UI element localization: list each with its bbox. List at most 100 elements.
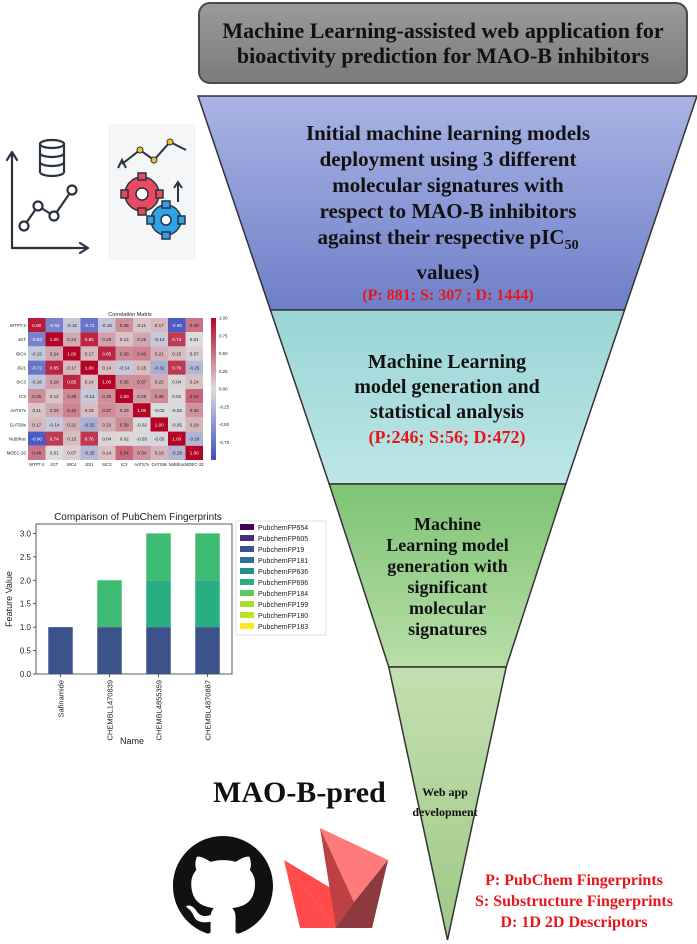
heatmap-value: 0.14 [190, 380, 199, 385]
heatmap-cell [133, 332, 151, 347]
heatmap-cell [98, 389, 116, 404]
heatmap-value: 0.74 [50, 437, 59, 442]
heatmap-cell [28, 431, 46, 446]
heatmap-cell [28, 417, 46, 432]
colorbar-tick-label: -0.50 [219, 422, 230, 427]
heatmap-cell [80, 318, 98, 333]
heatmap-value: -0.28 [189, 437, 200, 442]
bar-segment [146, 533, 171, 581]
heatmap-cell [150, 346, 168, 361]
stage1-line5: against their respective pIC50 [317, 225, 579, 254]
heatmap-value: -0.05 [154, 437, 165, 442]
heatmap-value: 0.01 [190, 337, 199, 342]
heatmap-cell [168, 374, 186, 389]
heatmap-cell [28, 318, 46, 333]
heatmap-cell [80, 403, 98, 418]
stage3-line4: significant [407, 577, 488, 597]
heatmap-row-label: NoBIfrac [9, 437, 27, 442]
heatmap-value: -0.25 [189, 366, 200, 371]
heatmap-cell [98, 346, 116, 361]
colorbar-tick-label: -0.75 [219, 440, 230, 445]
heatmap-value: 0.29 [120, 408, 129, 413]
heatmap-row-label: SIC3 [16, 380, 26, 385]
heatmap-value: 0.25 [137, 337, 146, 342]
heatmap-cell [80, 445, 98, 460]
legend-swatch [240, 557, 254, 563]
heatmap-value: 0.36 [120, 323, 129, 328]
heatmap-cell [150, 318, 168, 333]
heatmap-value: 0.85 [102, 351, 111, 356]
heatmap-value: 0.21 [155, 351, 164, 356]
heatmap-value: 0.36 [32, 394, 41, 399]
heatmap-col-label: BIC4 [67, 462, 77, 467]
heatmap-cell [98, 360, 116, 375]
heatmap-cell [150, 374, 168, 389]
heatmap-value: 0.48 [32, 451, 41, 456]
heatmap-row-label: IC3 [19, 394, 26, 399]
heatmap-value: 0.38 [67, 394, 76, 399]
heatmap-value: 0.01 [50, 451, 59, 456]
heatmap-cell [45, 332, 63, 347]
heatmap-value: 0.24 [50, 351, 59, 356]
heatmap-cell [28, 346, 46, 361]
y-tick-label: 3.0 [20, 529, 32, 538]
y-tick-label: 2.0 [20, 576, 32, 585]
heatmap-value: -0.90 [172, 323, 183, 328]
heatmap-value: -0.32 [84, 422, 95, 427]
abbreviation-legend: P: PubChem Fingerprints S: Substructure … [459, 870, 689, 933]
heatmap-cell [45, 445, 63, 460]
bar-segment [97, 627, 122, 674]
heatmap-cell [150, 445, 168, 460]
heatmap-value: 0.28 [102, 337, 111, 342]
heatmap-cell [115, 417, 133, 432]
heatmap-value: 0.22 [102, 422, 111, 427]
heatmap-value: 0.85 [50, 366, 59, 371]
heatmap-cell [168, 403, 186, 418]
heatmap-value: 0.17 [155, 323, 164, 328]
heatmap-cell [133, 403, 151, 418]
chart-title: Comparison of PubChem Fingerprints [54, 512, 222, 523]
heatmap-cell [185, 374, 203, 389]
heatmap-cell [168, 431, 186, 446]
heatmap-value: 0.34 [137, 451, 146, 456]
x-tick-label: CHEMBL1470839 [106, 680, 115, 740]
heatmap-col-label: IC3 [121, 462, 128, 467]
heatmap-cell [150, 431, 168, 446]
heatmap-value: 0.15 [67, 437, 76, 442]
heatmap-cell [115, 445, 133, 460]
stage1-line3: molecular signatures with [332, 173, 564, 197]
bar-segment [48, 627, 73, 674]
heatmap-cell [63, 374, 81, 389]
colorbar-tick-label: 0.75 [219, 333, 228, 338]
heatmap-value: 0.25 [50, 408, 59, 413]
stage2-line2: model generation and [354, 376, 540, 398]
heatmap-cell [168, 360, 186, 375]
heatmap-value: 0.74 [172, 337, 181, 342]
heatmap-value: -0.14 [154, 337, 165, 342]
stage1-line2: deployment using 3 different [319, 147, 577, 171]
heatmap-value: 0.76 [172, 366, 181, 371]
bar-segment [146, 580, 171, 628]
heatmap-cell [133, 360, 151, 375]
chart-ylabel: Feature Value [4, 571, 14, 627]
heatmap-cell [80, 332, 98, 347]
heatmap-cell [185, 403, 203, 418]
heatmap-value: 0.34 [190, 408, 199, 413]
heatmap-cell [185, 346, 203, 361]
heatmap-cell [150, 332, 168, 347]
heatmap-cell [45, 318, 63, 333]
y-tick-label: 0.0 [20, 670, 32, 679]
heatmap-cell [28, 389, 46, 404]
legend-entry: PubchemFP181 [258, 558, 308, 565]
bar-segment [195, 533, 220, 581]
heatmap-col-label: AATS7v [134, 462, 150, 467]
heatmap-value: 0.36 [102, 394, 111, 399]
stage4-text: Web app development [395, 782, 495, 822]
heatmap-cell [28, 374, 46, 389]
stage3-line6: signatures [408, 619, 487, 639]
heatmap-cell [185, 445, 203, 460]
heatmap-cell [150, 417, 168, 432]
x-tick-label: CHEMBL4855359 [155, 680, 164, 740]
x-tick-label: CHEMBL4870887 [204, 680, 213, 740]
